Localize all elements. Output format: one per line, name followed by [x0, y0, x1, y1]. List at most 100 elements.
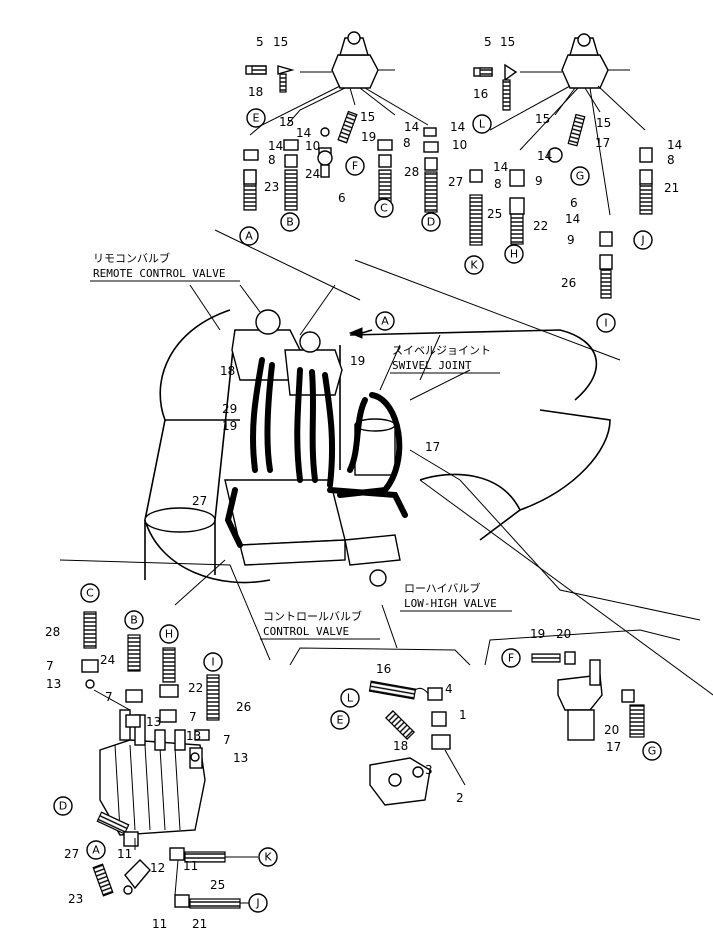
- part-number: 14: [404, 120, 419, 134]
- svg-text:D: D: [59, 800, 67, 813]
- remote-valve-label-en: REMOTE CONTROL VALVE: [93, 267, 225, 280]
- part-number: 17: [425, 440, 440, 454]
- swivel-joint-exploded: [484, 629, 681, 741]
- machine-body-outline: [144, 229, 713, 696]
- callout-circle: I: [203, 652, 223, 672]
- part-number: 15: [596, 116, 611, 130]
- swivel-joint-label-jp: スイベルジョイント: [392, 344, 491, 357]
- part-number: 17: [595, 136, 610, 150]
- part-number: 1: [459, 708, 467, 722]
- part-number: 10: [305, 139, 320, 153]
- control-valve-exploded: [59, 559, 271, 909]
- part-number: 9: [535, 174, 543, 188]
- callout-circle: A: [375, 311, 395, 331]
- part-number: 2: [456, 791, 464, 805]
- svg-text:J: J: [640, 234, 644, 247]
- svg-text:I: I: [604, 317, 607, 330]
- callout-circle: L: [340, 688, 360, 708]
- part-number: 18: [220, 364, 235, 378]
- part-number: 15: [273, 35, 288, 49]
- low-high-valve-label-en: LOW-HIGH VALVE: [404, 597, 497, 610]
- svg-text:B: B: [286, 216, 294, 229]
- part-number: 14: [268, 139, 283, 153]
- part-number: 23: [264, 180, 279, 194]
- part-number: 20: [604, 723, 619, 737]
- part-number: 4: [445, 682, 453, 696]
- svg-text:E: E: [253, 112, 260, 125]
- callout-circle: D: [421, 212, 441, 232]
- callout-circle: C: [80, 583, 100, 603]
- svg-text:F: F: [508, 652, 514, 665]
- part-number: 6: [338, 191, 346, 205]
- callout-circle: C: [374, 198, 394, 218]
- part-number: 6: [570, 196, 578, 210]
- svg-text:C: C: [380, 202, 388, 215]
- part-number: 13: [46, 677, 61, 691]
- part-number: 15: [279, 115, 294, 129]
- part-number: 15: [500, 35, 515, 49]
- part-number: 14: [565, 212, 580, 226]
- valve-name-labels: リモコンバルブ REMOTE CONTROL VALVE スイベルジョイント S…: [90, 251, 512, 640]
- svg-text:E: E: [337, 714, 344, 727]
- callout-circle: A: [86, 840, 106, 860]
- callout-circle: E: [330, 710, 350, 730]
- svg-text:H: H: [510, 248, 518, 261]
- control-valve-label-en: CONTROL VALVE: [263, 625, 349, 638]
- callout-circle: G: [570, 166, 590, 186]
- callout-circle: I: [596, 313, 616, 333]
- svg-text:I: I: [211, 656, 214, 669]
- callout-circle: K: [464, 255, 484, 275]
- part-number: 28: [45, 625, 60, 639]
- svg-text:A: A: [92, 844, 100, 857]
- part-number: 21: [664, 181, 679, 195]
- part-number: 16: [473, 87, 488, 101]
- part-number: 19: [361, 130, 376, 144]
- callout-circle: L: [472, 114, 492, 134]
- part-number: 14: [450, 120, 465, 134]
- callout-circle: A: [239, 226, 259, 246]
- part-number: 8: [494, 177, 502, 191]
- control-valve-label-jp: コントロールバルブ: [263, 609, 362, 623]
- callout-circle: F: [345, 156, 365, 176]
- part-number: 13: [233, 751, 248, 765]
- part-number: 14: [493, 160, 508, 174]
- low-high-valve-label-jp: ローハイバルブ: [404, 581, 480, 595]
- part-number: 7: [105, 690, 113, 704]
- part-number: 28: [404, 165, 419, 179]
- part-number: 23: [68, 892, 83, 906]
- remote-valve-label-jp: リモコンバルブ: [93, 251, 170, 265]
- part-number: 26: [561, 276, 576, 290]
- part-number: 25: [210, 878, 225, 892]
- svg-text:J: J: [255, 897, 259, 910]
- part-number: 8: [403, 136, 411, 150]
- part-number: 22: [188, 681, 203, 695]
- part-number: 11: [152, 917, 167, 931]
- callout-circle: H: [504, 244, 524, 264]
- part-number: 19: [350, 354, 365, 368]
- part-number: 12: [150, 861, 165, 875]
- part-number: 7: [223, 733, 231, 747]
- part-number: 8: [268, 153, 276, 167]
- remote-valve-right-assembly: [469, 33, 653, 299]
- svg-text:B: B: [130, 614, 138, 627]
- part-number: 22: [533, 219, 548, 233]
- part-number: 27: [64, 847, 79, 861]
- part-number: 25: [487, 207, 502, 221]
- part-number: 21: [192, 917, 207, 931]
- svg-text:H: H: [165, 628, 173, 641]
- part-number: 27: [192, 494, 207, 508]
- svg-text:L: L: [479, 118, 486, 131]
- part-number: 18: [248, 85, 263, 99]
- svg-text:C: C: [86, 587, 94, 600]
- part-number: 5: [256, 35, 264, 49]
- remote-valve-left-assembly: [243, 31, 439, 213]
- part-number: 20: [556, 627, 571, 641]
- part-number: 16: [376, 662, 391, 676]
- part-number: 11: [183, 859, 198, 873]
- part-number: 15: [535, 112, 550, 126]
- part-number: 13: [186, 729, 201, 743]
- part-number: 5: [484, 35, 492, 49]
- svg-text:G: G: [648, 745, 657, 758]
